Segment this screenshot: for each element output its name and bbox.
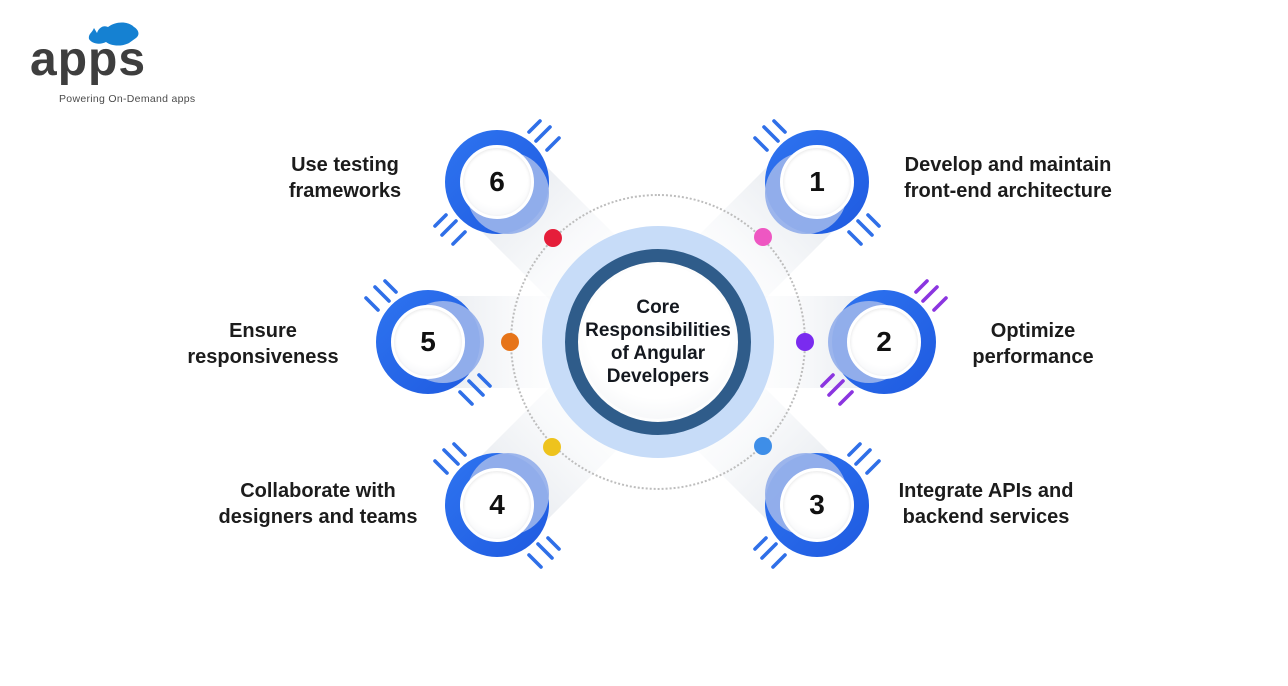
diagram-title: Core Responsibilities of Angular Develop…: [585, 296, 731, 388]
emphasis-ticks-icon: [847, 213, 881, 246]
step-number: 1: [809, 166, 825, 197]
logo-wordmark: apps: [30, 33, 147, 86]
step-label-2: Optimize performance: [972, 320, 1094, 368]
emphasis-ticks-icon: [527, 119, 561, 152]
connector-dot-4: [543, 438, 561, 456]
step-number: 5: [420, 326, 436, 357]
step-badge-4: 4: [433, 442, 561, 569]
badge-face: 6: [460, 145, 534, 219]
emphasis-ticks-icon: [820, 373, 854, 406]
badge-face: 4: [460, 468, 534, 542]
badge-face: 3: [780, 468, 854, 542]
emphasis-ticks-icon: [433, 213, 467, 246]
emphasis-ticks-icon: [753, 119, 787, 152]
badge-face: 2: [847, 305, 921, 379]
badge-face: 5: [391, 305, 465, 379]
connector-dot-1: [754, 228, 772, 246]
rhino-icon: [88, 22, 139, 46]
step-label-5: Ensure responsiveness: [187, 320, 339, 368]
step-label-4: Collaborate with designers and teams: [218, 480, 418, 528]
step-label-1: Develop and maintain front-end architect…: [904, 154, 1112, 202]
connector-dot-6: [544, 229, 562, 247]
emphasis-ticks-icon: [847, 442, 881, 475]
central-hub: Core Responsibilities of Angular Develop…: [542, 226, 774, 458]
badge-face: 1: [780, 145, 854, 219]
emphasis-ticks-icon: [433, 442, 467, 475]
logo: apps Powering On-Demand apps: [30, 18, 250, 105]
emphasis-ticks-icon: [364, 279, 398, 312]
step-badge-6: 6: [433, 119, 561, 246]
connector-dot-5: [501, 333, 519, 351]
step-number: 2: [876, 326, 892, 357]
step-badge-2: 2: [820, 279, 948, 406]
logo-tagline: Powering On-Demand apps: [59, 93, 196, 105]
emphasis-ticks-icon: [527, 536, 561, 569]
step-label-6: Use testing frameworks: [288, 154, 402, 202]
step-number: 6: [489, 166, 505, 197]
step-label-3: Integrate APIs and backend services: [898, 480, 1074, 528]
step-badge-3: 3: [753, 442, 881, 569]
emphasis-ticks-icon: [914, 279, 948, 312]
emphasis-ticks-icon: [458, 373, 492, 406]
step-badge-1: 1: [753, 119, 881, 246]
step-number: 4: [489, 489, 505, 520]
step-badge-5: 5: [364, 279, 492, 406]
connector-dot-2: [796, 333, 814, 351]
central-hub-ring: Core Responsibilities of Angular Develop…: [565, 249, 751, 435]
emphasis-ticks-icon: [753, 536, 787, 569]
connector-dot-3: [754, 437, 772, 455]
step-number: 3: [809, 489, 825, 520]
